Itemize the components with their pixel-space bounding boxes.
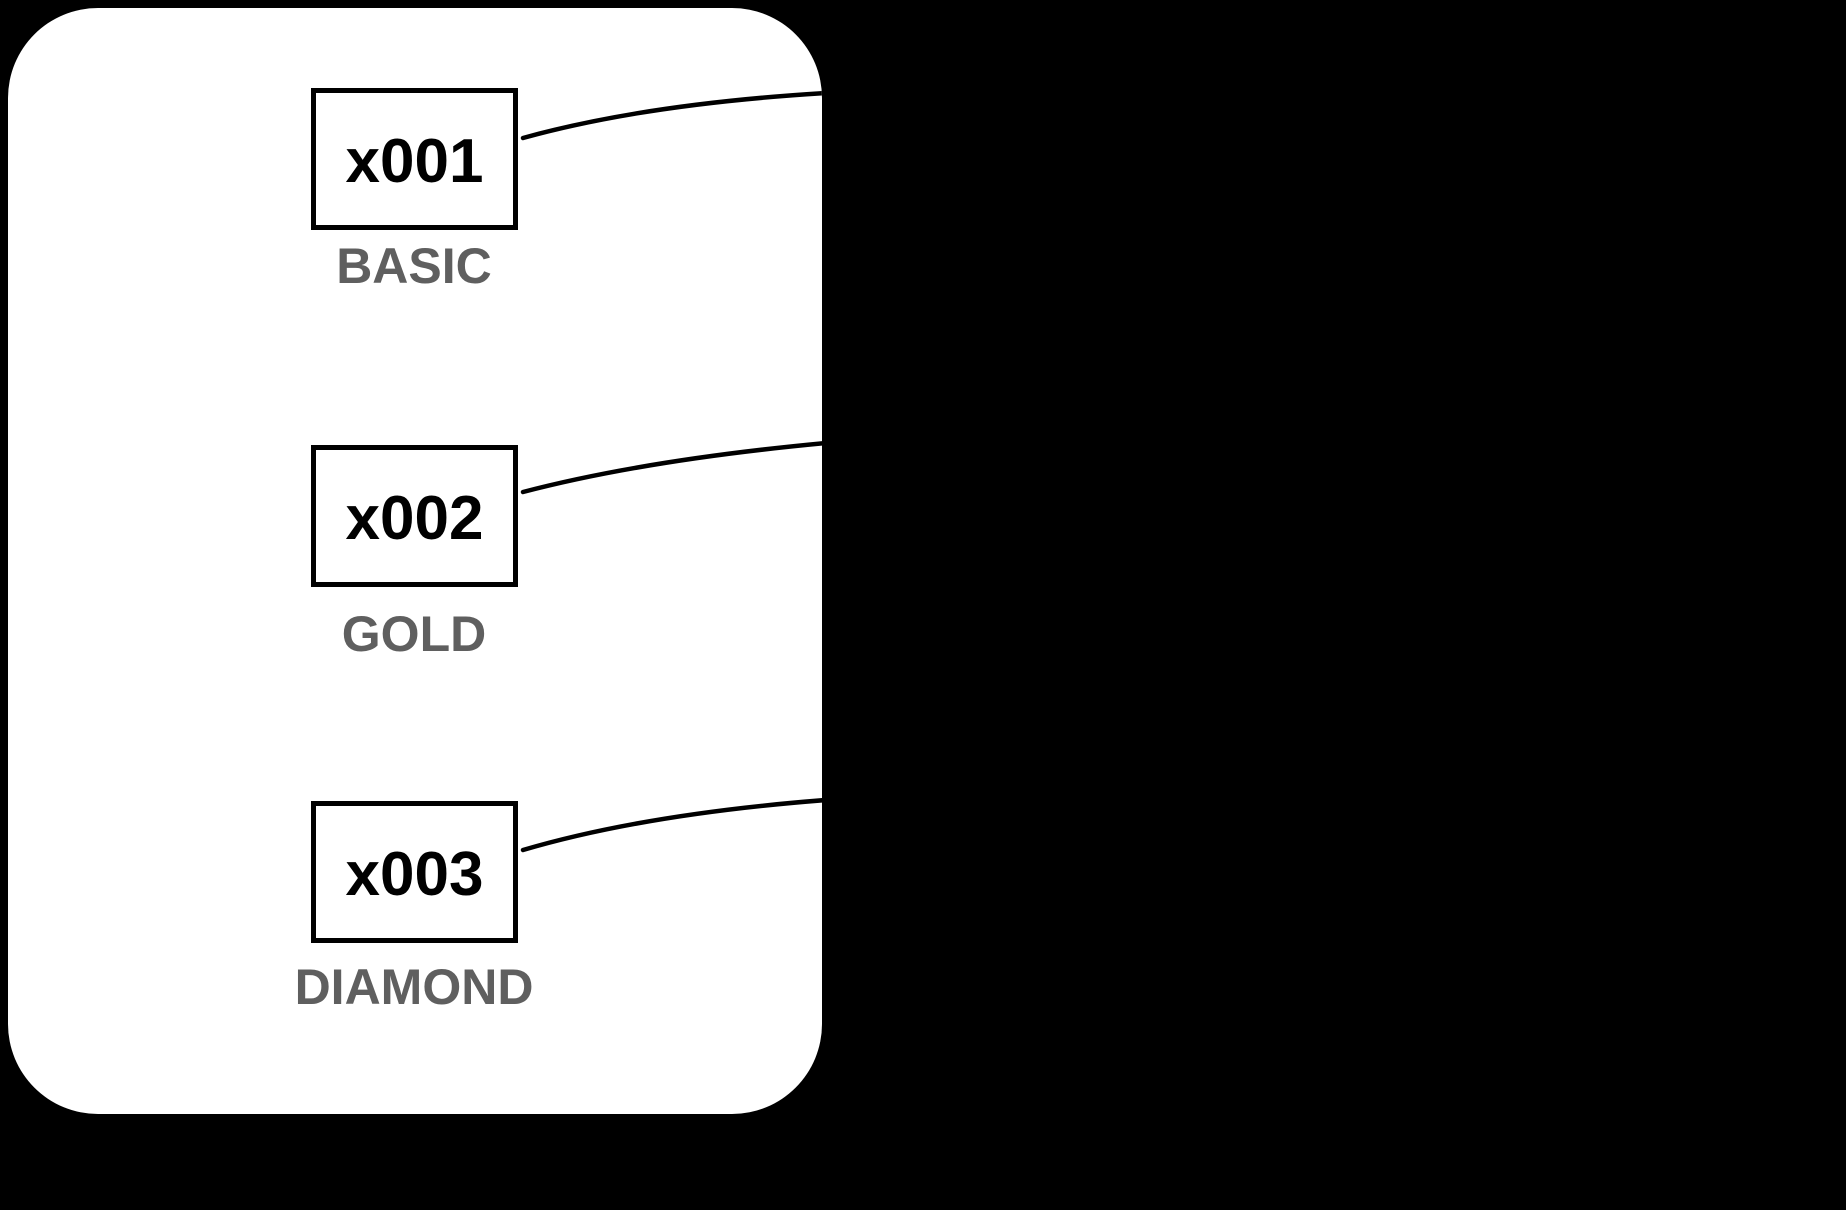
- node-x003-code: x003: [345, 840, 484, 909]
- tier-label-basic: BASIC: [336, 238, 492, 294]
- connector-x003: [520, 798, 822, 853]
- connector-lines: [520, 91, 822, 853]
- node-x001[interactable]: x001: [311, 88, 518, 230]
- tier-label-gold: GOLD: [341, 606, 487, 662]
- node-x001-code: x001: [345, 127, 484, 196]
- tier-panel: x001 BASIC x002 GOLD x003 DIAMOND: [8, 8, 822, 1114]
- connector-x001: [520, 91, 822, 141]
- connector-x002: [520, 441, 822, 495]
- node-x002[interactable]: x002: [311, 445, 518, 587]
- tier-label-diamond: DIAMOND: [294, 959, 534, 1015]
- node-x002-code: x002: [345, 484, 484, 553]
- node-x003[interactable]: x003: [311, 801, 518, 943]
